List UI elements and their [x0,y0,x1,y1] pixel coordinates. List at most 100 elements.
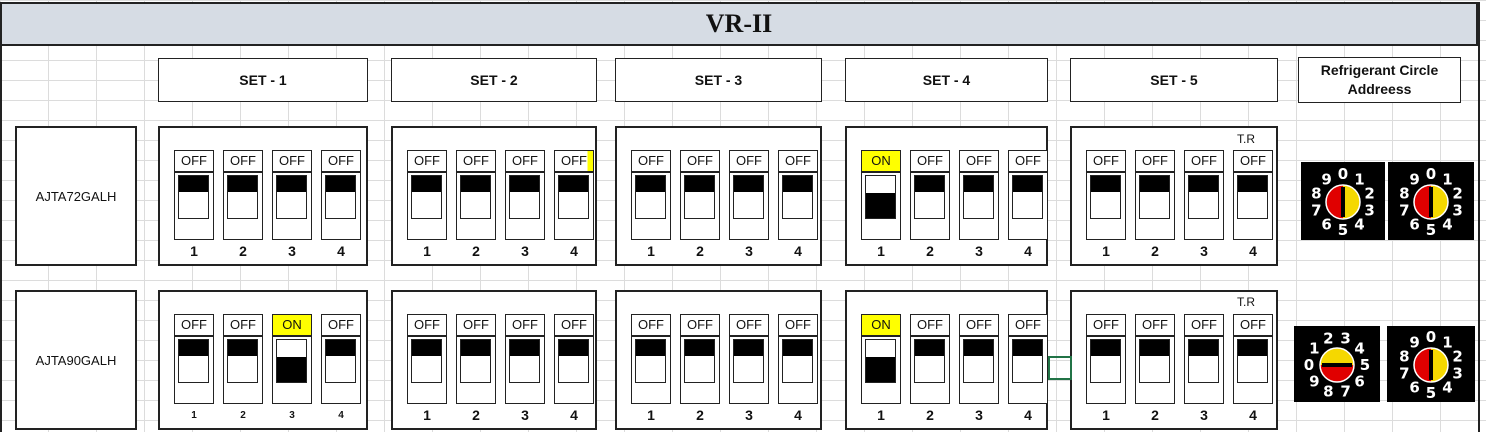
switch-body[interactable] [1135,336,1175,404]
switch-body[interactable] [1086,172,1126,240]
switch-lever[interactable] [636,340,665,356]
switch-lever[interactable] [228,340,257,356]
switch-lever[interactable] [1189,340,1218,356]
switch-body[interactable] [554,172,594,240]
switch-body[interactable] [1135,172,1175,240]
switch-slot [914,175,945,219]
switch-body[interactable] [321,336,361,404]
switch-slot [1188,175,1219,219]
switch-lever[interactable] [277,176,306,192]
switch-lever[interactable] [1238,176,1267,192]
switch-slot [1188,339,1219,383]
switch-lever[interactable] [326,340,355,356]
switch-lever[interactable] [461,340,490,356]
switch-lever[interactable] [412,176,441,192]
switch-body[interactable] [505,172,545,240]
switch-slot [227,175,258,219]
switch-body[interactable] [959,336,999,404]
switch-body[interactable] [174,336,214,404]
switch-state-label: OFF [910,150,950,172]
switch-number: 1 [877,407,885,423]
switch-number: 1 [647,407,655,423]
switch-body[interactable] [1086,336,1126,404]
switch-body[interactable] [272,336,312,404]
switch-lever[interactable] [1189,176,1218,192]
switch-body[interactable] [321,172,361,240]
switch-number: 3 [745,407,753,423]
switch-lever[interactable] [1140,340,1169,356]
switch-body[interactable] [1233,172,1273,240]
switch-body[interactable] [407,172,447,240]
switch-slot [865,339,896,383]
switch-state-label: OFF [321,314,361,336]
switch-state-label: OFF [729,150,769,172]
switch-lever[interactable] [685,176,714,192]
switch-body[interactable] [631,172,671,240]
switch-body[interactable] [861,172,901,240]
switch-number: 2 [926,407,934,423]
switch-lever[interactable] [412,340,441,356]
switch-lever[interactable] [866,193,895,218]
switch-lever[interactable] [1140,176,1169,192]
switch-lever[interactable] [510,340,539,356]
switch-lever[interactable] [1091,176,1120,192]
switch-lever[interactable] [1091,340,1120,356]
switch-body[interactable] [729,336,769,404]
switch-slot [782,339,813,383]
switch-lever[interactable] [783,340,812,356]
switch-body[interactable] [910,172,950,240]
switch-body[interactable] [456,172,496,240]
switch-body[interactable] [1184,172,1224,240]
switch-lever[interactable] [1238,340,1267,356]
switch-body[interactable] [174,172,214,240]
switch-lever[interactable] [461,176,490,192]
switch-body[interactable] [1184,336,1224,404]
switch-body[interactable] [505,336,545,404]
switch-lever[interactable] [636,176,665,192]
switch-lever[interactable] [964,340,993,356]
switch-lever[interactable] [1013,176,1042,192]
switch-lever[interactable] [277,357,306,382]
switch-lever[interactable] [866,357,895,382]
switch-number: 2 [472,407,480,423]
switch-body[interactable] [778,336,818,404]
switch-body[interactable] [407,336,447,404]
switch-lever[interactable] [915,340,944,356]
switch-lever[interactable] [734,340,763,356]
switch-body[interactable] [959,172,999,240]
switch-lever[interactable] [734,176,763,192]
switch-body[interactable] [861,336,901,404]
switch-body[interactable] [778,172,818,240]
switch-lever[interactable] [510,176,539,192]
switch-body[interactable] [272,172,312,240]
switch-lever[interactable] [179,176,208,192]
switch-body[interactable] [631,336,671,404]
switch-lever[interactable] [685,340,714,356]
switch-body[interactable] [680,336,720,404]
switch-lever[interactable] [559,176,588,192]
switch-body[interactable] [1008,172,1048,240]
switch-state-label: OFF [631,314,671,336]
switch-body[interactable] [456,336,496,404]
switch-body[interactable] [1008,336,1048,404]
switch-body[interactable] [223,172,263,240]
switch-lever[interactable] [783,176,812,192]
switch-body[interactable] [680,172,720,240]
switch-lever[interactable] [326,176,355,192]
switch-lever[interactable] [915,176,944,192]
set-3-header: SET - 3 [615,58,822,102]
switch-lever[interactable] [1013,340,1042,356]
switch-body[interactable] [554,336,594,404]
switch-lever[interactable] [179,340,208,356]
selected-cell[interactable] [1048,356,1072,380]
switch-state-label: OFF [778,314,818,336]
switch-lever[interactable] [228,176,257,192]
switch-lever[interactable] [559,340,588,356]
switch-body[interactable] [1233,336,1273,404]
switch-body[interactable] [223,336,263,404]
switch-body[interactable] [910,336,950,404]
switch-lever[interactable] [964,176,993,192]
switch-slot [1090,175,1121,219]
switch-body[interactable] [729,172,769,240]
